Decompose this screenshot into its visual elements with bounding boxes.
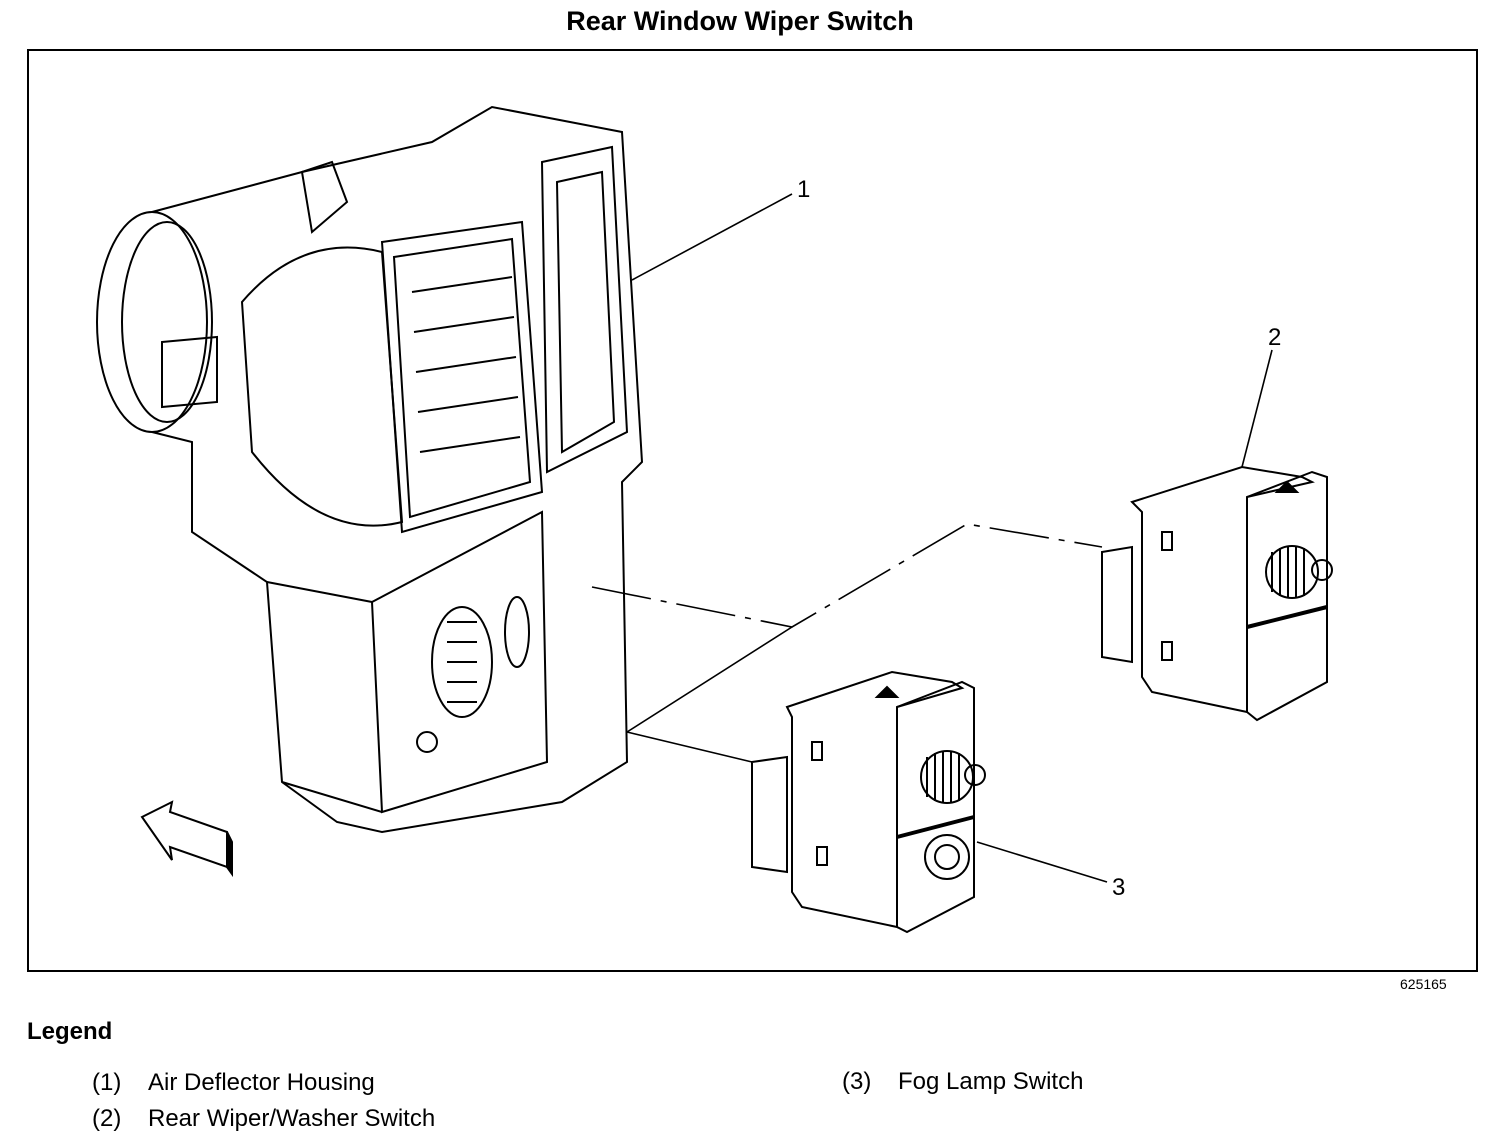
legend-item: (3) Fog Lamp Switch: [842, 1068, 1083, 1096]
legend-item-number: (3): [842, 1068, 872, 1095]
legend-item-label: Air Deflector Housing: [148, 1069, 375, 1096]
legend-item: (2) Rear Wiper/Washer Switch: [92, 1105, 435, 1133]
forward-arrow-icon: [140, 800, 233, 878]
legend-item-number: (1): [92, 1069, 122, 1096]
callout-3: 3: [1112, 874, 1125, 901]
illustration-frame: 1 2 3: [27, 49, 1478, 972]
fog-lamp-switch-drawing: [751, 670, 986, 934]
legend-item-number: (2): [92, 1105, 122, 1132]
figure-number: 625165: [1400, 976, 1447, 992]
legend-item-label: Rear Wiper/Washer Switch: [148, 1105, 436, 1132]
rear-wiper-washer-switch-drawing: [1101, 465, 1333, 722]
callout-1: 1: [797, 176, 810, 203]
air-deflector-housing-drawing: [96, 105, 644, 834]
leader-lines: [591, 193, 1273, 883]
callout-2: 2: [1268, 324, 1281, 351]
exploded-view-illustration: 1 2 3: [96, 105, 1333, 934]
legend-item: (1) Air Deflector Housing: [92, 1069, 375, 1097]
diagram-title: Rear Window Wiper Switch: [566, 6, 914, 36]
legend-item-label: Fog Lamp Switch: [898, 1068, 1084, 1095]
legend-heading: Legend: [27, 1018, 113, 1045]
